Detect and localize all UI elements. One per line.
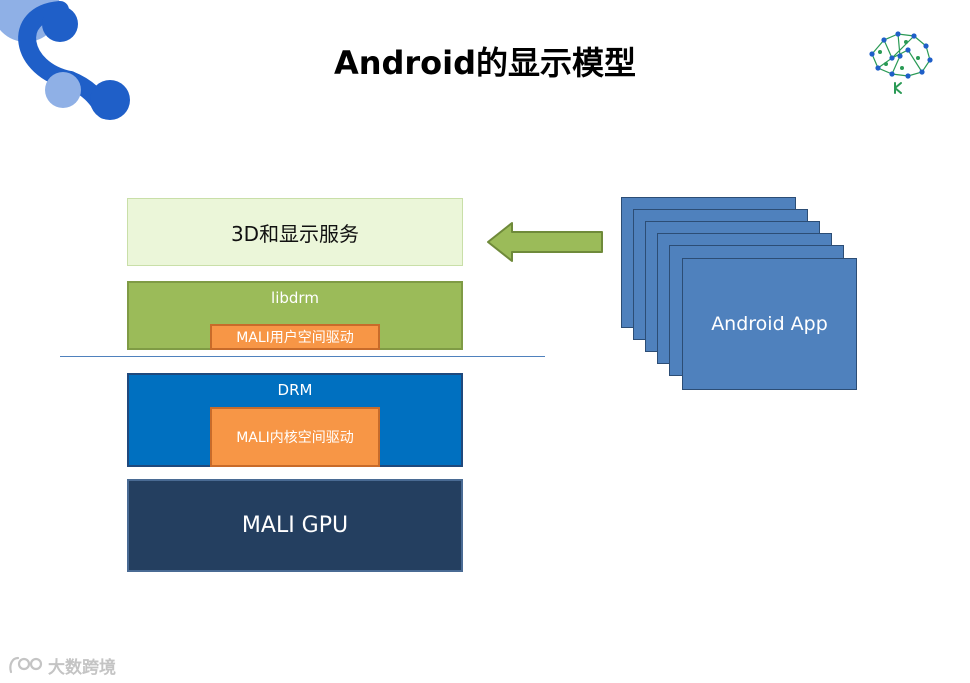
watermark-logo-icon — [8, 655, 44, 675]
s-logo-icon — [0, 0, 140, 125]
watermark: 大数跨境 — [8, 652, 116, 678]
page-title: Android的显示模型 — [333, 44, 637, 82]
display-service-label: 3D和显示服务 — [230, 221, 360, 246]
display-service-box: 3D和显示服务 — [127, 198, 463, 266]
mali-kernel-driver-box: MALI内核空间驱动 — [210, 407, 380, 467]
android-app-card: Android App — [682, 258, 857, 390]
mali-gpu-box: MALI GPU — [127, 479, 463, 572]
brain-k-logo-icon — [864, 28, 936, 98]
mali-user-driver-label: MALI用户空间驱动 — [236, 330, 354, 346]
android-app-label: Android App — [711, 313, 828, 335]
mali-gpu-label: MALI GPU — [241, 513, 349, 538]
mali-user-driver-box: MALI用户空间驱动 — [210, 324, 380, 350]
drm-label: DRM — [277, 381, 313, 399]
user-kernel-separator — [60, 356, 545, 357]
libdrm-label: libdrm — [271, 289, 319, 307]
mali-kernel-driver-label: MALI内核空间驱动 — [236, 430, 354, 446]
watermark-text: 大数跨境 — [48, 657, 116, 678]
left-arrow-icon — [486, 221, 606, 263]
